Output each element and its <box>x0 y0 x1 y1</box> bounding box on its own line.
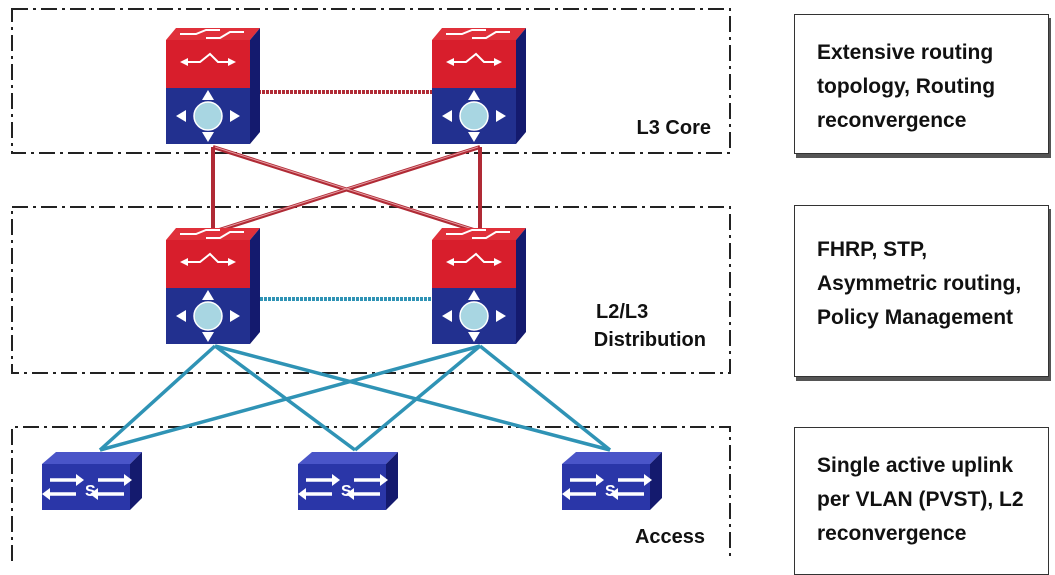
access-layer-label: Access <box>635 526 705 548</box>
dist-access-link <box>214 344 611 452</box>
distribution-layer-label-line2: Distribution <box>594 329 706 351</box>
description-line: FHRP, STP, <box>817 238 928 261</box>
core-description-box: Extensive routing topology, Routing reco… <box>794 14 1049 154</box>
core-dist-link <box>212 145 481 234</box>
dist-access-link <box>353 344 482 452</box>
core-layer-label: L3 Core <box>637 117 711 139</box>
access-switch-3-icon <box>562 452 662 512</box>
access-description-box: Single active uplink per VLAN (PVST), L2… <box>794 427 1049 575</box>
core-layer-boundary <box>11 8 731 154</box>
core-switch-left-icon <box>166 28 260 144</box>
dist-access-link <box>478 344 612 452</box>
distribution-description-box: FHRP, STP, Asymmetric routing, Policy Ma… <box>794 205 1049 377</box>
description-line: Policy Management <box>817 306 1014 329</box>
description-line: reconvergence <box>817 522 967 545</box>
dist-access-link <box>98 344 217 452</box>
description-line: per VLAN (PVST), L2 <box>817 488 1024 511</box>
dist-access-link <box>99 344 481 452</box>
distribution-switch-right-icon <box>432 228 526 344</box>
core-switch-right-icon <box>432 28 526 144</box>
access-layer-boundary <box>11 426 731 561</box>
description-line: topology, Routing <box>817 75 996 98</box>
distribution-switch-left-icon <box>166 228 260 344</box>
access-switch-1-label: S <box>85 483 96 500</box>
distribution-layer-label-line1: L2/L3 <box>596 301 648 323</box>
network-diagram: S S S L3 Core L2/L3 Distribution Access <box>11 8 731 561</box>
access-switch-2-icon <box>298 452 398 512</box>
access-switch-1-icon <box>42 452 142 512</box>
description-line: reconvergence <box>817 109 967 132</box>
access-switch-2-label: S <box>341 483 352 500</box>
distribution-layer-boundary <box>11 206 731 374</box>
description-line: Asymmetric routing, <box>817 272 1022 295</box>
description-line: Extensive routing <box>817 41 994 64</box>
access-switch-3-label: S <box>605 483 616 500</box>
description-line: Single active uplink <box>817 454 1014 477</box>
